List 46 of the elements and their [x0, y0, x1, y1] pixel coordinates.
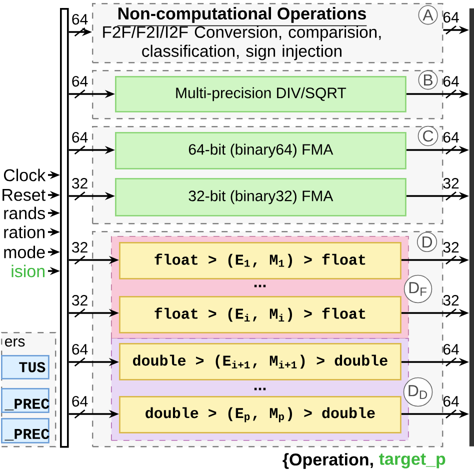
ellipsis: ...	[254, 284, 266, 288]
bus-width-label: 32	[72, 178, 88, 189]
bus-width-label: 64	[72, 344, 88, 355]
output-signal-label: {Operation,	[282, 453, 373, 469]
bus-width-label: 32	[72, 294, 88, 306]
format-box: double > (E$_{i+1}$, M$_{i+1}$) > double	[119, 343, 402, 380]
bus-width-label: 64	[72, 14, 88, 25]
signal-label: Clock	[4, 168, 46, 182]
panel-heading: ers	[5, 338, 25, 347]
bus-width-label: 64	[72, 396, 88, 407]
signal-label: mode	[4, 246, 45, 258]
bus-width-label: 64	[443, 344, 459, 355]
circled-letter: B	[418, 70, 438, 90]
register-box: _PREC	[1, 388, 50, 414]
register-box: _PREC	[1, 418, 50, 444]
register-box: TUS	[1, 355, 50, 380]
bus-width-label: 32	[443, 242, 459, 253]
bus-width-label: 64	[72, 132, 88, 143]
bus-width-label: 64	[443, 132, 459, 143]
signal-label: Reset	[2, 189, 46, 201]
bus-line	[469, 8, 474, 446]
bus-width-label: 32	[443, 178, 459, 189]
unit-box: 32-bit (binary32) FMA	[115, 178, 406, 216]
circled-letter: D	[416, 232, 438, 252]
bus-width-label: 64	[443, 396, 459, 407]
bus-width-label: 64	[443, 12, 459, 23]
circled-letter: D$_{D}$	[403, 377, 433, 407]
bus-width-label: 64	[443, 76, 459, 87]
panel-heading: Non-computational Operations	[116, 7, 368, 26]
format-box: float > (E$_{1}$, M$_{1}$) > float	[119, 242, 402, 280]
ellipsis: ...	[254, 388, 266, 390]
format-box: double > (E$_{p}$, M$_{p}$) > double	[119, 396, 402, 434]
circled-letter: C	[418, 126, 438, 146]
signal-label: ration	[4, 226, 44, 238]
output-signal-label: target_p	[379, 454, 446, 468]
bus-width-label: 32	[443, 294, 459, 306]
signal-label: rands	[4, 206, 45, 220]
unit-box: 64-bit (binary64) FMA	[115, 132, 406, 170]
circled-letter: A	[418, 5, 438, 25]
panel-description: F2F/F2I/I2F Conversion, comparision, classification, sign injection	[103, 26, 381, 60]
signal-label: ision	[12, 264, 44, 278]
circled-letter: D$_{F}$	[404, 274, 432, 304]
bus-width-label: 32	[72, 242, 88, 253]
bus-width-label: 64	[72, 76, 88, 87]
unit-box: Multi-precision DIV/SQRT	[115, 76, 406, 112]
format-box: float > (E$_{i}$, M$_{i}$) > float	[119, 296, 402, 334]
